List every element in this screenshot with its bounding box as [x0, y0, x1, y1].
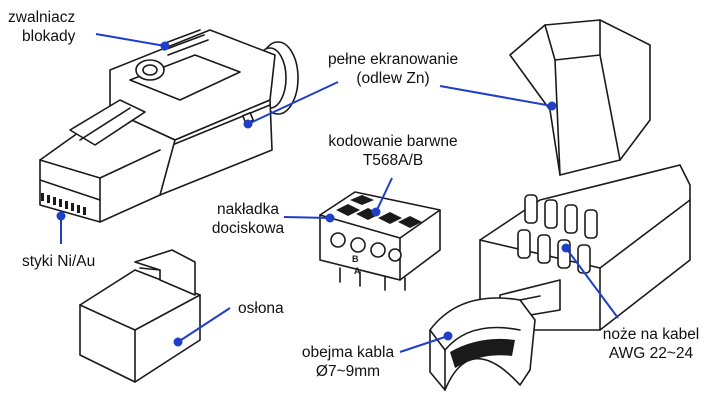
label-release-latch-line2: blokady [22, 28, 76, 45]
label-contacts: styki Ni/Au [22, 252, 95, 271]
label-pressure-cap: nakładka dociskowa [208, 200, 288, 238]
label-contacts-line1: styki Ni/Au [22, 253, 96, 270]
leader-pressure-cap [283, 216, 331, 219]
pressure-cap-part [319, 191, 441, 291]
leader-cover [177, 307, 231, 343]
leader-full-shielding [247, 81, 339, 125]
leader-release-latch [95, 33, 166, 47]
label-color-coding: kodowanie barwne T568A/B [318, 132, 468, 170]
cable-clamp-band [450, 338, 515, 368]
label-full-shielding-line1: pełne ekranowanie [327, 51, 459, 68]
assembled-plug [39, 29, 299, 223]
label-release-latch: zwalniacz blokady [8, 8, 75, 46]
leader-color-coding [375, 177, 393, 213]
label-release-latch-line1: zwalniacz [8, 9, 76, 26]
dot-cover [173, 337, 183, 347]
label-color-coding-line2: T568A/B [362, 152, 424, 169]
dot-full-shielding-2 [547, 101, 557, 111]
dot-release-latch [160, 41, 170, 51]
dot-pressure-cap [325, 213, 335, 223]
dot-contacts [56, 211, 66, 221]
open-shield-body [479, 19, 691, 331]
label-full-shielding-line2: (odlew Zn) [356, 70, 430, 87]
label-pressure-cap-line1: nakładka [216, 201, 280, 218]
label-cover: osłona [238, 299, 284, 318]
dot-cable-clamp [443, 331, 453, 341]
leader-full-shielding-2 [439, 85, 553, 107]
label-full-shielding: pełne ekranowanie (odlew Zn) [318, 50, 468, 88]
leader-cable-clamp [399, 335, 449, 353]
label-cable-clamp-line1: obejma kabla [301, 344, 395, 361]
cap-marking-b: B [352, 254, 359, 264]
label-blades: noże na kabel AWG 22~24 [590, 325, 712, 363]
cover-part [79, 249, 201, 383]
label-cable-clamp-line2: Ø7~9mm [315, 363, 381, 380]
cap-marking-a: A [354, 266, 361, 276]
label-color-coding-line1: kodowanie barwne [328, 133, 458, 150]
label-blades-line1: noże na kabel [602, 326, 700, 343]
label-blades-line2: AWG 22~24 [608, 345, 694, 362]
label-cover-line1: osłona [238, 300, 284, 317]
plug-contacts [41, 193, 86, 215]
leader-blades [565, 247, 619, 319]
label-cable-clamp: obejma kabla Ø7~9mm [298, 343, 398, 381]
label-pressure-cap-line2: dociskowa [211, 220, 285, 237]
dot-full-shielding [243, 119, 253, 129]
dot-blades [561, 243, 571, 253]
dot-color-coding [371, 207, 381, 217]
